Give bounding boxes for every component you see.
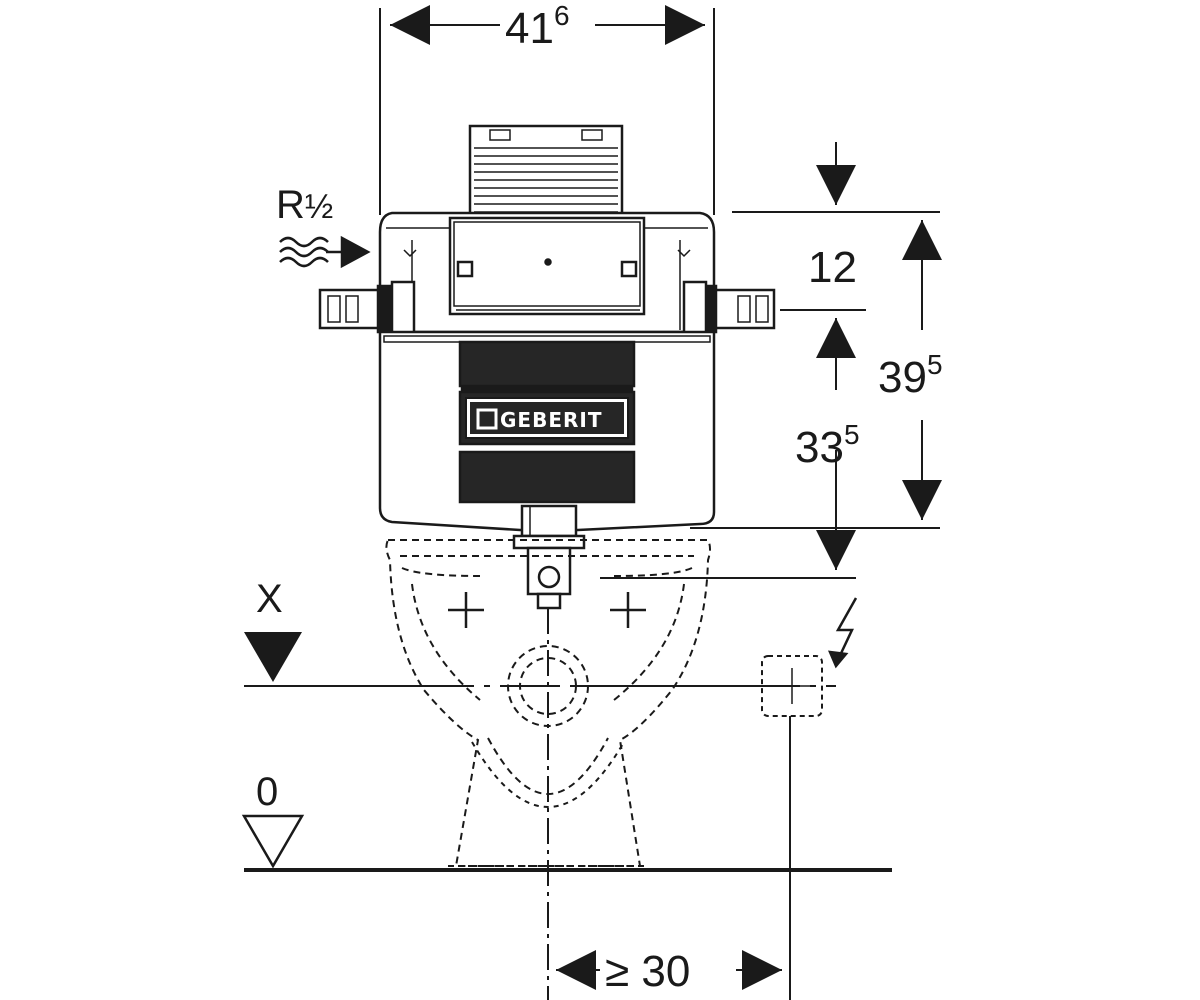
cistern xyxy=(318,124,776,532)
level-x-label: X xyxy=(256,577,283,621)
width-dimension-label: 416 xyxy=(505,0,570,53)
left-bracket xyxy=(318,280,416,336)
level-zero-label: 0 xyxy=(256,770,278,814)
bottom-offset-label: ≥ 30 xyxy=(605,947,690,996)
tank-panel-top xyxy=(458,340,636,388)
fixing-points xyxy=(448,592,646,628)
electric-socket xyxy=(761,655,823,1000)
geberit-logo: GEBERIT xyxy=(476,408,602,432)
inlet-label: R½ xyxy=(276,183,333,227)
zero-level-marker-icon xyxy=(241,814,305,869)
total-height-label: 395 xyxy=(878,349,943,402)
tank-panel-bottom xyxy=(458,450,636,504)
cistern-top-cover xyxy=(468,124,624,218)
svg-text:GEBERIT: GEBERIT xyxy=(500,408,602,432)
width-dimension xyxy=(379,5,715,215)
electric-connection-icon xyxy=(827,597,858,669)
right-dimensions xyxy=(556,142,942,990)
level-marker-icon xyxy=(244,632,302,682)
right-bracket xyxy=(682,280,776,336)
lower-height-label: 335 xyxy=(795,419,860,472)
water-inlet-icon xyxy=(279,235,371,269)
gap-dimension-label: 12 xyxy=(808,243,857,292)
